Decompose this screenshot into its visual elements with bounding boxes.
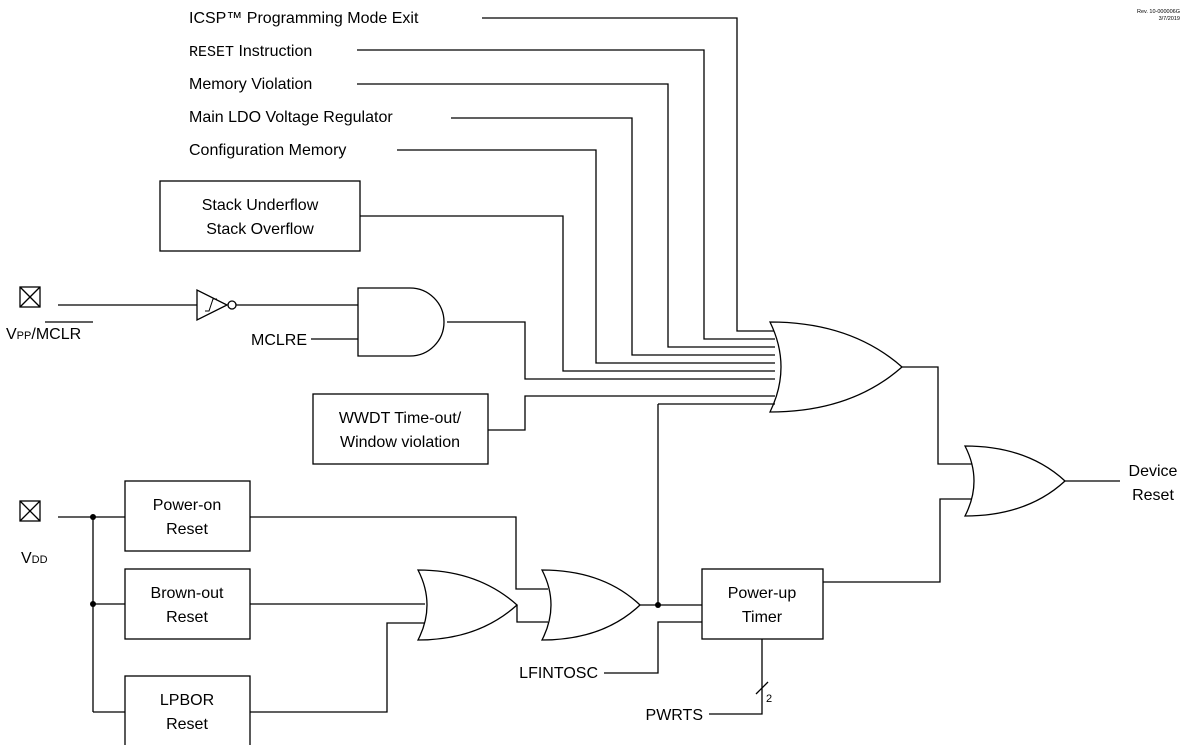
stack-block-line2: Stack Overflow — [206, 221, 314, 238]
revision-number: Rev. 10-000006G — [1137, 9, 1180, 15]
main-or-gate-icon — [768, 321, 903, 413]
bor-or-gate-icon — [416, 569, 518, 641]
por-or-gate-icon — [540, 569, 641, 641]
label-lfintosc: LFINTOSC — [519, 665, 598, 682]
label-configuration-memory: Configuration Memory — [189, 142, 346, 159]
power-up-timer-block — [701, 568, 824, 640]
wwdt-block-line2: Window violation — [340, 434, 460, 451]
top-input-wires — [357, 17, 775, 431]
label-memory-violation: Memory Violation — [189, 76, 312, 93]
power-on-reset-block — [124, 480, 251, 552]
output-or-gate-icon — [963, 445, 1066, 517]
revision-date: 3/7/2019 — [1159, 16, 1180, 22]
stack-overflow-underflow-block — [159, 180, 361, 252]
vpp-mclr-pin-icon — [19, 286, 41, 308]
power-good-junction — [655, 602, 661, 608]
lpbor-to-or-wire — [250, 622, 424, 713]
por-line1: Power-on — [153, 497, 221, 514]
pwrt-line1: Power-up — [728, 585, 797, 602]
lpbor-line2: Reset — [166, 716, 208, 733]
schmitt-inverter-icon — [196, 288, 237, 322]
label-icsp-exit: ICSP™ Programming Mode Exit — [189, 10, 419, 27]
wwdt-block — [312, 393, 489, 465]
pwrt-line2: Timer — [742, 609, 783, 626]
brown-out-reset-block — [124, 568, 251, 640]
por-to-or-wire — [250, 516, 548, 590]
label-pwrts: PWRTS — [646, 707, 703, 724]
lpbor-line1: LPBOR — [160, 692, 214, 709]
bor-or-to-por-or-wire — [516, 605, 548, 623]
lfintosc-wire — [604, 621, 702, 674]
stack-block-line1: Stack Underflow — [202, 197, 319, 214]
lpbor-reset-block — [124, 675, 251, 745]
label-mclre: MCLRE — [251, 332, 307, 349]
bus-slash — [755, 681, 769, 695]
vpp-mclr-label: VPP/MCLR — [6, 326, 81, 343]
device-reset-line1: Device — [1129, 463, 1178, 480]
bor-line2: Reset — [166, 609, 208, 626]
vdd-pin-icon — [19, 500, 41, 522]
por-line2: Reset — [166, 521, 208, 538]
vdd-distribution-wires — [58, 514, 125, 713]
main-or-to-output-wire — [902, 366, 972, 465]
pwrt-to-output-wire — [823, 498, 972, 583]
label-reset-instruction: RESET Instruction — [189, 43, 312, 61]
label-main-ldo: Main LDO Voltage Regulator — [189, 109, 393, 126]
pwrts-bus-width: 2 — [766, 693, 772, 705]
pwrts-wire — [709, 639, 763, 715]
and-gate-icon — [357, 287, 445, 357]
wwdt-block-line1: WWDT Time-out/ — [339, 410, 462, 427]
device-reset-line2: Reset — [1132, 487, 1174, 504]
bor-line1: Brown-out — [151, 585, 224, 602]
vdd-label: VDD — [21, 550, 48, 567]
